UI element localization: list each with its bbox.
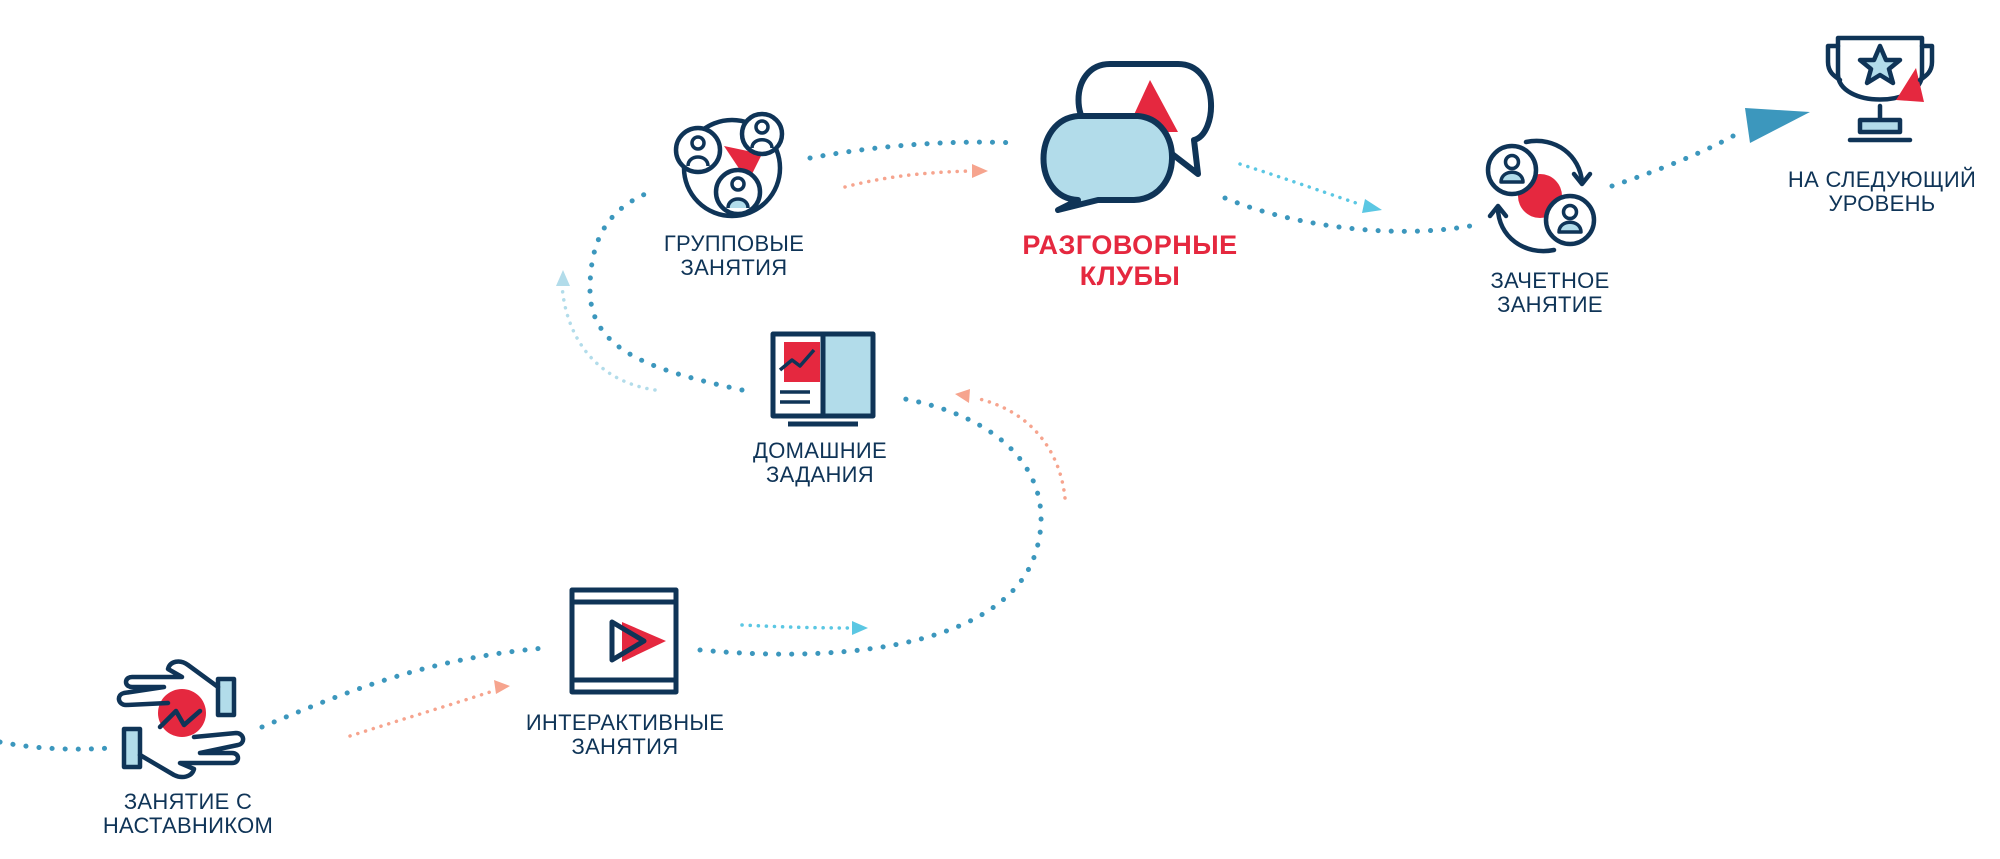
exchange-people-icon	[1485, 138, 1597, 254]
stage-label-interactive: ИНТЕРАКТИВНЫЕ ЗАНЯТИЯ	[526, 711, 724, 759]
video-play-icon	[569, 587, 679, 695]
group-people-icon	[673, 111, 785, 219]
stage-label-homework: ДОМАШНИЕ ЗАДАНИЯ	[753, 439, 887, 487]
path-segment-start	[0, 739, 113, 752]
stage-label-line1: ДОМАШНИЕ	[753, 438, 887, 463]
arrowhead-6	[1362, 199, 1382, 213]
path-segment-group-to-clubs	[807, 139, 1021, 161]
hint-arrow-2	[740, 623, 852, 630]
stage-label-line1: ЗАНЯТИЕ С	[123, 789, 253, 814]
stage-label-line1: ИНТЕРАКТИВНЫЕ	[525, 710, 725, 735]
stage-label-line2: ЗАДАНИЯ	[766, 462, 874, 487]
handshake-icon	[116, 659, 246, 780]
direction-arrows	[348, 162, 1364, 738]
stage-label-clubs: РАЗГОВОРНЫЕ КЛУБЫ	[1022, 230, 1237, 292]
arrowhead-1	[494, 680, 510, 694]
stage-label-line2: ЗАНЯТИЯ	[680, 255, 788, 280]
stage-label-line2: УРОВЕНЬ	[1828, 191, 1936, 216]
hint-arrow-4	[560, 283, 657, 392]
arrowhead-5	[972, 164, 988, 178]
stage-label-exam: ЗАЧЕТНОЕ ЗАНЯТИЕ	[1490, 269, 1609, 317]
stage-label-line2: ЗАНЯТИЕ	[1497, 292, 1603, 317]
arrowheads	[494, 108, 1810, 694]
stage-label-line2: ЗАНЯТИЯ	[571, 734, 679, 759]
path-segment-homework-to-group	[587, 187, 745, 393]
stage-label-line1: РАЗГОВОРНЫЕ	[1022, 230, 1238, 260]
arrowhead-2	[852, 621, 868, 635]
stage-label-line2: НАСТАВНИКОМ	[102, 813, 274, 838]
stage-label-mentor: ЗАНЯТИЕ С НАСТАВНИКОМ	[103, 790, 273, 838]
open-book-icon	[770, 331, 876, 427]
arrowhead-3	[955, 389, 970, 403]
arrowhead-4	[556, 270, 570, 286]
hint-arrow-6	[1238, 162, 1364, 207]
hint-arrow-5	[843, 169, 972, 189]
path-segment-clubs-to-exam	[1222, 195, 1473, 234]
stage-label-line1: ЗАЧЕТНОЕ	[1490, 268, 1610, 293]
path-segment-exam-to-next	[1609, 129, 1743, 189]
stage-label-line2: КЛУБЫ	[1079, 261, 1181, 291]
trophy-icon	[1825, 35, 1935, 143]
dotted-path	[0, 129, 1743, 752]
hint-arrow-1	[348, 690, 492, 738]
stage-label-group: ГРУППОВЫЕ ЗАНЯТИЯ	[664, 232, 804, 280]
hint-arrow-3	[973, 396, 1067, 500]
arrowhead-final	[1745, 108, 1810, 143]
stage-label-line1: ГРУППОВЫЕ	[663, 231, 805, 256]
stage-label-next-level: НА СЛЕДУЮЩИЙ УРОВЕНЬ	[1788, 168, 1976, 216]
speech-bubbles-icon	[1040, 61, 1214, 213]
stage-label-line1: НА СЛЕДУЮЩИЙ	[1787, 167, 1977, 192]
path-segment-interactive-to-homework	[697, 395, 1044, 657]
